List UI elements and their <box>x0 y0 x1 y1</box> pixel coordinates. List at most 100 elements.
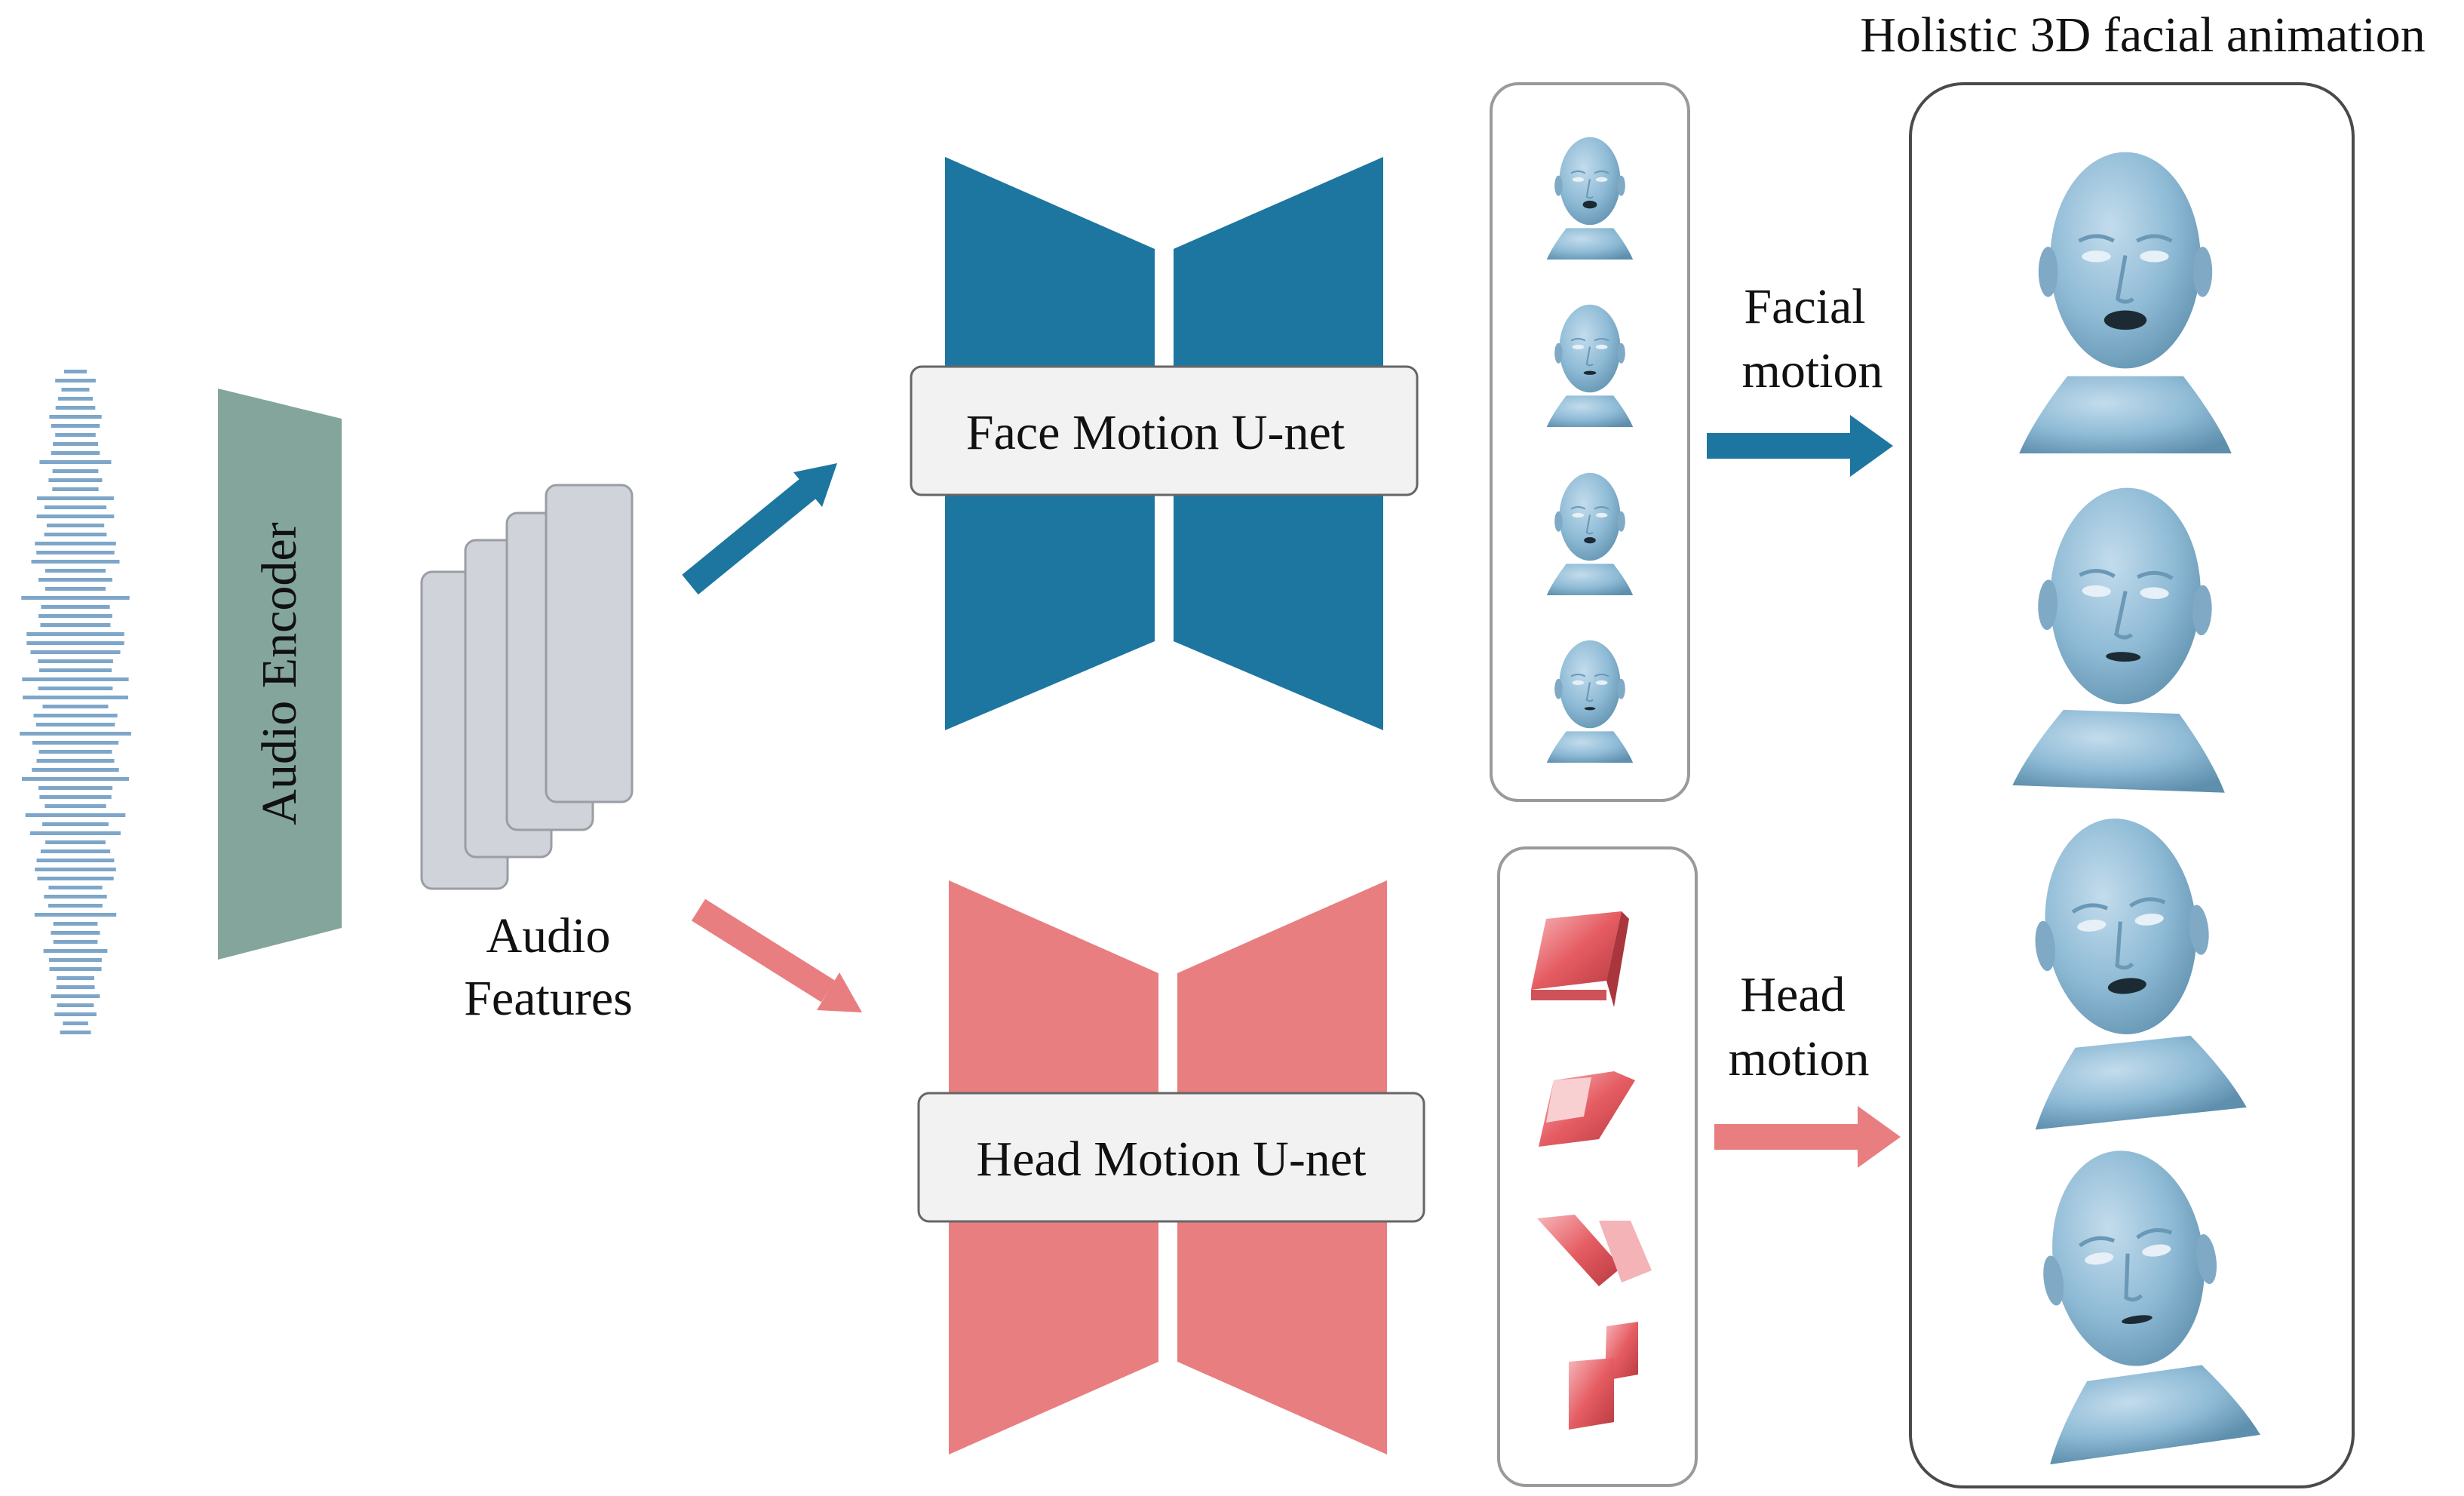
waveform-bar <box>52 469 99 473</box>
waveform-bar <box>44 569 106 573</box>
waveform-bar <box>51 424 100 428</box>
waveform-bar <box>43 949 108 953</box>
waveform-bar <box>48 886 103 889</box>
waveform-bar <box>35 868 116 871</box>
waveform-bar <box>36 515 115 518</box>
audio-encoder-label: Audio Encoder <box>252 522 307 825</box>
head-motion-label-line2: motion <box>1728 1031 1869 1086</box>
waveform-bar <box>45 587 106 591</box>
arrow-to-head-unet <box>691 899 862 1012</box>
waveform-bar <box>42 822 109 826</box>
waveform-bar <box>52 487 99 491</box>
waveform-bar <box>53 922 98 926</box>
waveform-bar <box>60 1031 91 1034</box>
waveform-bar <box>25 813 126 817</box>
waveform-bar <box>53 442 98 446</box>
waveform-bar <box>22 677 129 681</box>
audio-encoder: Audio Encoder <box>218 389 342 960</box>
waveform-bar <box>30 831 121 835</box>
waveform-bar <box>36 859 115 862</box>
audio-waveform-icon <box>20 370 131 1034</box>
face-mesh-icon <box>2004 808 2247 1130</box>
waveform-bar <box>49 415 102 419</box>
face-mesh-icon <box>1545 639 1634 764</box>
waveform-bar <box>36 551 115 554</box>
waveform-bar <box>53 940 98 944</box>
face-mesh-icon <box>1545 472 1634 597</box>
waveform-bar <box>40 623 111 627</box>
waveform-bar <box>57 1003 94 1007</box>
waveform-bar <box>51 994 100 998</box>
facial-motion-frames-panel <box>1490 82 1690 802</box>
waveform-bar <box>46 524 105 527</box>
head-pose-box-icon <box>1531 911 1629 1007</box>
waveform-bar <box>34 913 117 917</box>
waveform-bar <box>44 804 106 808</box>
facial-motion-label-line2: motion <box>1741 343 1883 398</box>
waveform-bar <box>44 505 107 509</box>
face-mesh-icon <box>2019 152 2232 453</box>
waveform-bar <box>58 397 93 401</box>
arrow-to-face-unet <box>682 463 837 595</box>
head-motion-arrow <box>1714 1106 1901 1168</box>
waveform-bar <box>49 958 102 962</box>
waveform-bar <box>44 533 107 536</box>
waveform-bar <box>42 705 109 708</box>
waveform-bar <box>63 1021 88 1025</box>
waveform-bar <box>31 560 120 564</box>
head-pose-box-icon <box>1569 1322 1638 1430</box>
waveform-bar <box>57 976 94 980</box>
waveform-bar <box>49 967 102 971</box>
face-unet-label-box <box>910 365 1419 496</box>
waveform-bar <box>21 596 130 600</box>
waveform-bar <box>54 1012 97 1016</box>
face-unet-label: Face Motion U-net <box>966 405 1345 460</box>
waveform-bar <box>48 478 103 482</box>
head-motion-frames-panel <box>1497 846 1698 1487</box>
waveform-bar <box>55 406 96 410</box>
waveform-bar <box>38 786 113 790</box>
waveform-bar <box>37 877 114 880</box>
output-panel-title: Holistic 3D facial animation <box>1860 8 2426 63</box>
waveform-bar <box>23 696 128 699</box>
waveform-bar <box>26 632 124 636</box>
waveform-bar <box>39 668 112 672</box>
audio-features-label-line2: Features <box>464 971 633 1026</box>
waveform-bar <box>39 460 112 464</box>
face-mesh-icon <box>1545 136 1634 261</box>
waveform-bar <box>26 641 124 645</box>
head-motion-label-line1: Head <box>1740 967 1845 1022</box>
waveform-bar <box>38 659 113 663</box>
head-unet-label: Head Motion U-net <box>977 1132 1367 1187</box>
waveform-bar <box>40 849 111 853</box>
head-pose-box-icon <box>1539 1071 1635 1147</box>
waveform-bar <box>51 451 100 455</box>
facial-motion-arrow <box>1707 415 1893 477</box>
waveform-bar <box>22 777 129 781</box>
waveform-bar <box>30 650 121 654</box>
waveform-bar <box>38 614 112 618</box>
waveform-bar <box>55 379 96 382</box>
waveform-bar <box>20 732 131 736</box>
face-mesh-icon <box>1545 303 1634 429</box>
waveform-bar <box>38 750 112 754</box>
head-unet-label-box <box>917 1092 1425 1223</box>
waveform-bar <box>48 904 103 908</box>
waveform-bar <box>37 496 114 500</box>
head-pose-box-icon <box>1537 1215 1652 1286</box>
waveform-bar <box>39 795 112 799</box>
face-mesh-icon <box>2008 1136 2260 1464</box>
waveform-bar <box>35 542 116 545</box>
waveform-bar <box>35 723 115 726</box>
waveform-bar <box>38 578 112 582</box>
waveform-bar <box>33 714 118 717</box>
waveform-bar <box>38 687 113 690</box>
facial-motion-label-line1: Facial <box>1744 279 1865 334</box>
waveform-bar <box>41 605 110 609</box>
audio-features-label-line1: Audio <box>486 908 611 963</box>
waveform-bar <box>64 370 87 373</box>
waveform-bar <box>36 759 115 763</box>
waveform-bar <box>61 388 90 392</box>
waveform-bar <box>44 895 107 899</box>
